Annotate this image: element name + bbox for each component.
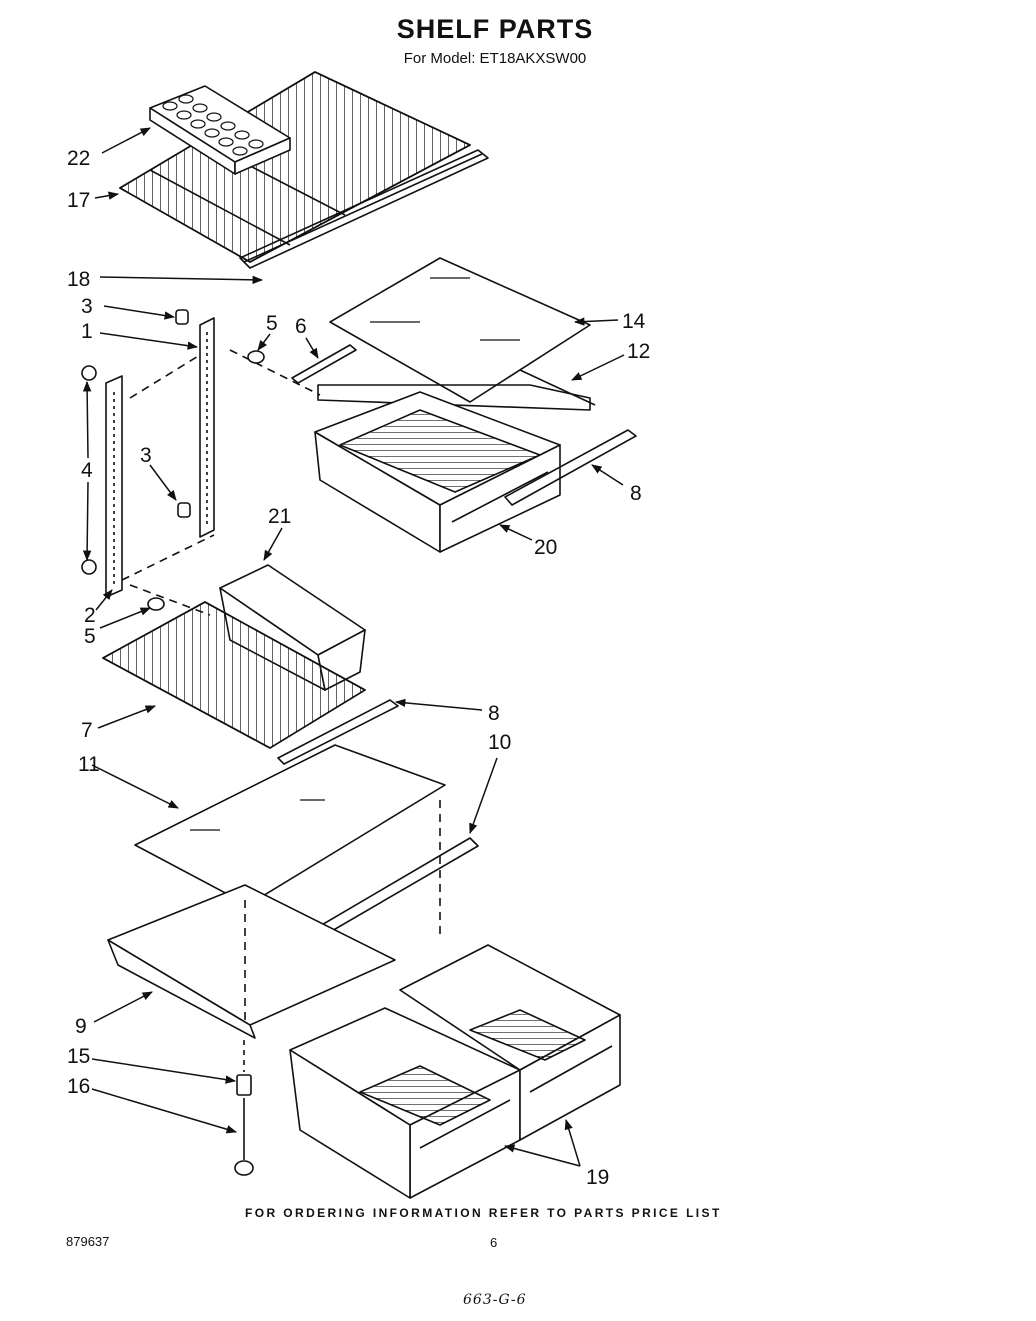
callout-label: 16 (67, 1075, 90, 1098)
crisper-drawers (289, 944, 621, 1199)
callout-label: 4 (81, 459, 93, 482)
handwritten-note: 663-G-6 (463, 1292, 527, 1308)
adjustment-hardware (234, 1040, 254, 1176)
callout-label: 12 (627, 340, 650, 363)
meat-keeper-pan (314, 391, 561, 553)
callout-label: 7 (81, 719, 93, 742)
callout-label: 11 (78, 753, 100, 776)
callout-label: 3 (140, 444, 152, 467)
callout-label: 10 (488, 731, 511, 754)
model-subtitle: For Model: ET18AKXSW00 (403, 50, 587, 67)
document-number: 879637 (66, 1234, 110, 1249)
drawer-slide-rail (504, 429, 637, 506)
callout-label: 15 (67, 1045, 90, 1068)
glass-shelf (134, 744, 446, 906)
callout-label: 5 (84, 625, 96, 648)
callout-label: 18 (67, 268, 90, 291)
shelf-front-trim (239, 149, 489, 269)
callout-label: 3 (81, 295, 93, 318)
crisper-support-frame (291, 344, 596, 411)
callout-labels: 22 17 18 3 1 5 6 14 12 4 3 8 21 20 2 5 8… (67, 147, 650, 1189)
callout-label: 20 (534, 536, 557, 559)
callout-label: 9 (75, 1015, 87, 1038)
page-title: SHELF PARTS (396, 14, 594, 44)
crisper-tray-frame (107, 800, 441, 1039)
shelf-ladder-rails (105, 317, 321, 616)
ordering-note: FOR ORDERING INFORMATION REFER TO PARTS … (245, 1206, 722, 1220)
callout-label: 5 (266, 312, 278, 335)
callout-label: 17 (67, 189, 90, 212)
callout-leaders (82, 127, 625, 1167)
callout-label: 19 (586, 1166, 609, 1189)
page-number: 6 (490, 1235, 498, 1250)
callout-label: 8 (488, 702, 500, 725)
callout-label: 1 (81, 320, 93, 343)
callout-label: 14 (622, 310, 646, 333)
callout-label: 6 (295, 315, 307, 338)
callout-label: 2 (84, 604, 96, 627)
crisper-glass-cover (329, 257, 591, 403)
callout-label: 8 (630, 482, 642, 505)
ice-cube-tray (149, 85, 291, 175)
callout-label: 21 (268, 505, 291, 528)
fresh-food-wire-shelf (102, 601, 366, 749)
rail-clips (81, 309, 265, 611)
callout-label: 22 (67, 147, 90, 170)
